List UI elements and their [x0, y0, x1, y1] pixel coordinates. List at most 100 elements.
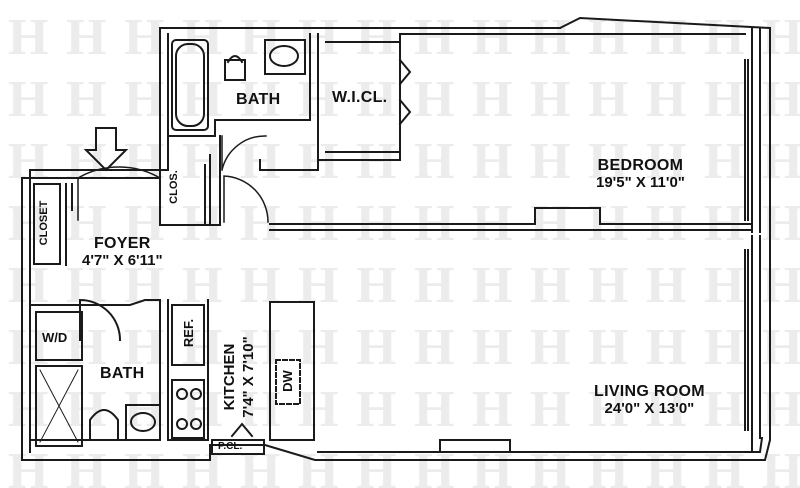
wall-closet: [159, 139, 221, 226]
watermark-letter: H: [66, 133, 106, 190]
watermark-letter: H: [298, 257, 338, 314]
closet-foyer-door: [65, 183, 73, 266]
watermark-letter: H: [124, 381, 164, 438]
watermark-letter: H: [240, 9, 280, 66]
bathtub-upper-inner: [175, 43, 205, 127]
shower: [35, 365, 83, 447]
watermark-letter: H: [8, 9, 48, 66]
watermark-letter: H: [414, 443, 454, 488]
room-label-wic: W.I.CL.: [332, 89, 388, 107]
burner-4: [190, 418, 202, 430]
kitchen-counter-right: [269, 301, 315, 441]
stove: [171, 379, 205, 439]
watermark-letter: H: [298, 443, 338, 488]
door-bedroom: [223, 175, 269, 223]
room-label-foyer: FOYER 4'7" X 6'11": [82, 235, 163, 269]
wall-living-bottom: [439, 439, 511, 453]
watermark-letter: H: [414, 9, 454, 66]
sink-counter-upper: [264, 39, 306, 75]
shower-cross: [39, 369, 79, 443]
watermark-letter: H: [182, 195, 222, 252]
watermark-letter: H: [762, 195, 800, 252]
watermark-letter: H: [8, 195, 48, 252]
watermark-letter: H: [646, 133, 686, 190]
watermark-letter: H: [472, 381, 512, 438]
watermark-letter: H: [472, 71, 512, 128]
watermark-letter: H: [588, 257, 628, 314]
watermark-letter: H: [646, 443, 686, 488]
watermark-letter: H: [704, 9, 744, 66]
watermark-letter: H: [588, 443, 628, 488]
watermark-letter: H: [472, 257, 512, 314]
watermark-letter: H: [124, 133, 164, 190]
watermark-letter: H: [588, 319, 628, 376]
watermark-letter: H: [588, 9, 628, 66]
watermark-letter: H: [414, 319, 454, 376]
watermark-letter: H: [182, 443, 222, 488]
watermark-letter: H: [66, 71, 106, 128]
watermark-letter: H: [8, 133, 48, 190]
living-room-name: LIVING ROOM: [594, 383, 705, 400]
watermark-letter: H: [66, 443, 106, 488]
watermark-letter: H: [762, 381, 800, 438]
dw-label: DW: [280, 370, 295, 392]
watermark-letter: H: [414, 133, 454, 190]
watermark-letter: H: [762, 257, 800, 314]
bathtub-upper: [171, 39, 209, 131]
wic-name: W.I.CL.: [332, 89, 388, 106]
wall-bedroom-living: [269, 207, 753, 231]
watermark-letter: H: [240, 319, 280, 376]
facade-right: [751, 27, 761, 453]
sink-upper: [269, 45, 299, 67]
kitchen-dims: 7'4" X 7'10": [240, 336, 257, 418]
watermark-letter: H: [124, 9, 164, 66]
room-label-bath-upper: BATH: [236, 91, 280, 109]
closet-label: CLOSET: [38, 200, 50, 246]
down-arrow-icon: [83, 127, 129, 172]
room-label-kitchen: KITCHEN 7'4" X 7'10": [220, 307, 260, 447]
watermark-letter: H: [530, 195, 570, 252]
burner-1: [176, 388, 188, 400]
watermark-letter: H: [530, 71, 570, 128]
watermark-letter: H: [414, 381, 454, 438]
watermark-letter: H: [356, 319, 396, 376]
watermark-letter: H: [472, 319, 512, 376]
refrigerator: [171, 304, 205, 366]
living-room-dims: 24'0" X 13'0": [604, 399, 695, 417]
watermark-letter: H: [704, 133, 744, 190]
watermark-letter: H: [530, 443, 570, 488]
watermark-letter: H: [66, 9, 106, 66]
burner-2: [190, 388, 202, 400]
kitchen-counter-left: [167, 299, 209, 441]
watermark-letter: H: [762, 133, 800, 190]
wall-wic: [317, 33, 412, 171]
watermark-letter: H: [182, 381, 222, 438]
watermark-letter: H: [704, 71, 744, 128]
window-right-upper: [744, 59, 749, 221]
watermark-letter: H: [182, 9, 222, 66]
burner-3: [176, 418, 188, 430]
door-bath-upper: [221, 135, 267, 171]
watermark-letter: H: [704, 381, 744, 438]
watermark-letter: H: [472, 9, 512, 66]
bath-lower-name: BATH: [100, 365, 145, 382]
watermark-letter: H: [530, 9, 570, 66]
kitchen-arrow: [230, 422, 254, 438]
closet-foyer: [33, 183, 61, 265]
pantry-closet: [211, 439, 265, 455]
watermark-letter: H: [124, 71, 164, 128]
ref-label: REF.: [181, 318, 196, 348]
toilet-upper: [224, 55, 246, 81]
room-label-bedroom: BEDROOM 19'5" X 11'0": [596, 157, 685, 191]
watermark-letter: H: [8, 319, 48, 376]
watermark-letter: H: [646, 9, 686, 66]
watermark-letter: H: [8, 381, 48, 438]
watermark-letter: H: [124, 319, 164, 376]
watermark-letter: H: [298, 381, 338, 438]
wall-top: [159, 27, 746, 35]
room-label-living: LIVING ROOM 24'0" X 13'0": [594, 383, 705, 417]
dishwasher: [275, 359, 301, 405]
watermark-letter: H: [530, 319, 570, 376]
watermark-letter: H: [530, 381, 570, 438]
